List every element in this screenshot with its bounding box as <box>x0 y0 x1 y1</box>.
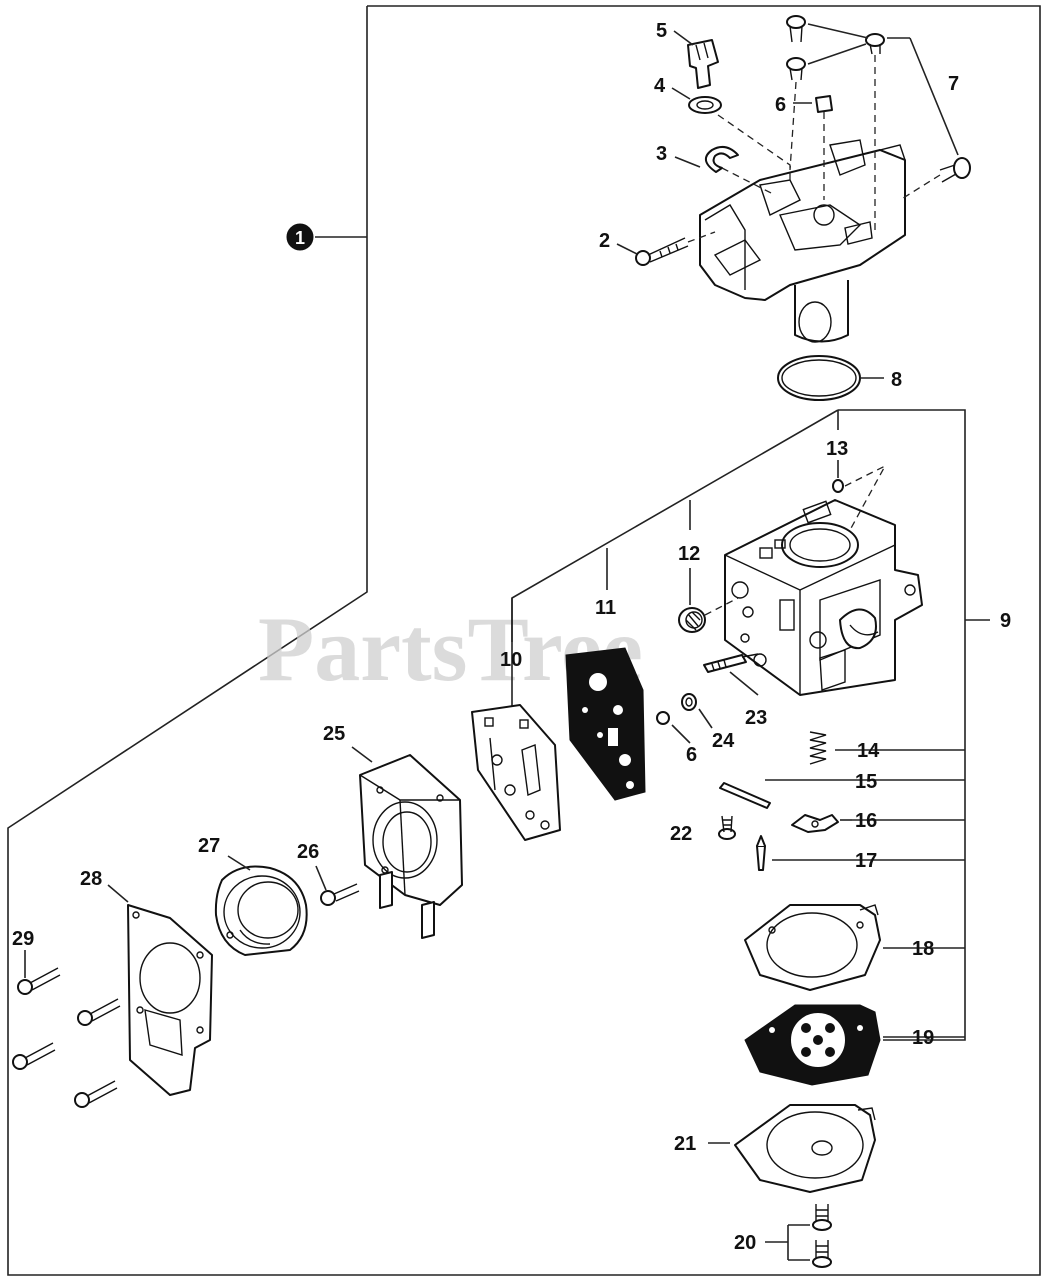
callout-17: 17 <box>855 850 877 872</box>
callout-28: 28 <box>80 868 102 890</box>
callout-6-top: 6 <box>775 94 786 116</box>
gasket-11 <box>565 647 646 801</box>
callout-24: 24 <box>712 730 735 752</box>
callout-1: 1 <box>286 223 367 251</box>
callout-11: 11 <box>595 597 616 619</box>
callout-2: 2 <box>599 230 610 252</box>
assembly-frame <box>7 5 1041 1276</box>
adjust-knob <box>687 39 719 89</box>
screw-7b <box>865 33 885 55</box>
fuel-screen <box>678 607 706 633</box>
callout-5: 5 <box>656 20 667 42</box>
needle-17 <box>756 835 852 871</box>
bracket-9 <box>837 409 990 1041</box>
callout-6-lower: 6 <box>686 744 697 766</box>
svg-text:1: 1 <box>295 228 305 248</box>
callout-27: 27 <box>198 835 220 857</box>
o-ring <box>777 355 861 401</box>
callout-22: 22 <box>670 823 692 845</box>
callout-9: 9 <box>1000 610 1011 632</box>
cover-21 <box>708 1104 876 1193</box>
callout-19: 19 <box>912 1027 934 1049</box>
e-clip <box>705 145 739 173</box>
callout-18: 18 <box>912 938 934 960</box>
callout-15: 15 <box>855 771 877 793</box>
bracket-10-11-12 <box>511 409 839 712</box>
pin-15 <box>719 779 852 809</box>
plug-13 <box>832 479 844 493</box>
plug-top <box>815 95 833 113</box>
lever-16 <box>791 814 852 833</box>
callout-16: 16 <box>855 810 877 832</box>
screw-26 <box>315 865 360 906</box>
callout-12: 12 <box>678 543 700 565</box>
callout-3: 3 <box>656 143 667 165</box>
screw-22 <box>718 815 736 840</box>
callout-8: 8 <box>891 369 902 391</box>
plate-28 <box>107 884 213 1096</box>
callout-13: 13 <box>826 438 848 460</box>
screw-7a <box>786 15 806 43</box>
callout-14: 14 <box>857 740 880 762</box>
carburetor-body-group <box>724 499 923 696</box>
needle-23 <box>703 653 759 673</box>
callout-20: 20 <box>734 1232 756 1254</box>
callout-25: 25 <box>323 723 345 745</box>
callout-labels: 5 4 6 7 3 2 8 13 12 11 9 10 23 24 6 25 1… <box>12 20 1011 1254</box>
carburetor-body <box>724 499 923 696</box>
spring-24 <box>681 693 697 711</box>
callout-4: 4 <box>654 75 666 97</box>
gasket-18 <box>744 904 905 991</box>
plug-6-lower <box>656 711 670 725</box>
top-housing-group <box>635 15 971 401</box>
callout-10: 10 <box>500 649 522 671</box>
screws-29 <box>12 950 121 1108</box>
screws-20 <box>765 1204 832 1268</box>
top-leaders <box>616 23 959 379</box>
callout-21: 21 <box>674 1133 696 1155</box>
screw-2 <box>635 237 689 266</box>
carburetor-top-housing <box>699 149 906 301</box>
washer <box>688 96 722 114</box>
callout-23: 23 <box>745 707 767 729</box>
callout-7: 7 <box>948 73 959 95</box>
callout-29: 29 <box>12 928 34 950</box>
diaphragm-19 <box>744 1004 905 1086</box>
screw-7d <box>939 157 971 183</box>
pump-cover-25 <box>351 746 463 939</box>
primer-bulb-27 <box>214 855 308 956</box>
screw-7c <box>786 57 806 81</box>
callout-26: 26 <box>297 841 319 863</box>
gasket-10 <box>471 704 561 841</box>
spring-14 <box>809 731 852 765</box>
